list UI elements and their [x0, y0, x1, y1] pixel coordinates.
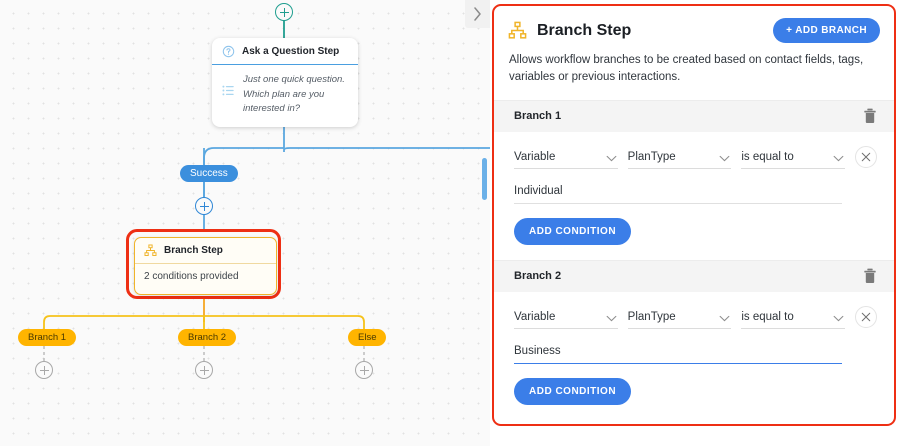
- condition-operator-value: is equal to: [741, 150, 794, 163]
- question-circle-icon: [222, 45, 235, 57]
- add-condition-button[interactable]: ADD CONDITION: [514, 217, 632, 245]
- condition-value-input[interactable]: [514, 344, 842, 364]
- add-step-top-button[interactable]: [275, 3, 293, 21]
- plus-icon: [199, 365, 209, 375]
- canvas-connectors: [43, 12, 490, 361]
- workflow-canvas[interactable]: Ask a Question Step Just one quick quest…: [0, 0, 490, 446]
- condition-row: Variable PlanType is equal to: [494, 292, 894, 329]
- question-node-body: Just one quick question. Which plan are …: [212, 65, 358, 127]
- close-icon: [861, 152, 871, 161]
- branch-node-title: Branch Step: [164, 245, 223, 256]
- branch-divider: [494, 259, 894, 261]
- panel-header: Branch Step + ADD BRANCH: [494, 6, 894, 43]
- collapse-panel-button[interactable]: [465, 0, 490, 28]
- trash-icon: [864, 108, 876, 123]
- chevron-right-icon: [474, 7, 481, 21]
- node-ask-a-question-step[interactable]: Ask a Question Step Just one quick quest…: [212, 38, 358, 128]
- condition-field-value: PlanType: [627, 150, 676, 163]
- add-step-success-button[interactable]: [195, 197, 213, 215]
- condition-operator-value: is equal to: [741, 310, 794, 323]
- chevron-down-icon: [606, 155, 617, 161]
- branch-step-config-panel: Branch Step + ADD BRANCH Allows workflow…: [492, 4, 896, 426]
- close-icon: [861, 312, 871, 321]
- branch-node-summary: 2 conditions provided: [144, 271, 239, 282]
- list-icon: [222, 85, 234, 96]
- remove-condition-button[interactable]: [855, 305, 878, 328]
- plus-icon: [279, 7, 289, 17]
- question-node-header: Ask a Question Step: [212, 38, 358, 65]
- condition-source-select[interactable]: Variable: [514, 311, 618, 329]
- hierarchy-icon: [144, 244, 157, 256]
- branch-name: Branch 2: [514, 270, 562, 282]
- condition-value-input[interactable]: [514, 184, 842, 204]
- branch-header: Branch 1: [494, 100, 894, 132]
- branch-section: Branch 1 Variable: [494, 100, 894, 261]
- condition-source-select[interactable]: Variable: [514, 151, 618, 169]
- edge-label-branch-2: Branch 2: [178, 329, 237, 346]
- node-branch-step[interactable]: Branch Step 2 conditions provided: [134, 237, 277, 295]
- panel-title: Branch Step: [537, 21, 632, 39]
- node-branch-step-selection-ring: Branch Step 2 conditions provided: [126, 229, 281, 299]
- chevron-down-icon: [833, 315, 844, 321]
- condition-value-row: [494, 169, 894, 204]
- trash-icon: [864, 268, 876, 283]
- delete-branch-button[interactable]: [863, 268, 877, 284]
- chevron-down-icon: [719, 155, 730, 161]
- condition-field-select[interactable]: PlanType: [627, 310, 732, 329]
- edge-label-success: Success: [180, 165, 238, 182]
- condition-field-value: PlanType: [627, 310, 676, 323]
- hierarchy-icon: [508, 21, 527, 40]
- add-step-else-button[interactable]: [355, 361, 373, 379]
- add-step-branch-2-button[interactable]: [195, 361, 213, 379]
- canvas-scrollbar-thumb[interactable]: [482, 158, 487, 200]
- condition-row: Variable PlanType is equal to: [494, 132, 894, 169]
- chevron-down-icon: [606, 315, 617, 321]
- chevron-down-icon: [833, 155, 844, 161]
- add-condition-button[interactable]: ADD CONDITION: [514, 377, 632, 405]
- plus-icon: [39, 365, 49, 375]
- delete-branch-button[interactable]: [863, 108, 877, 124]
- condition-operator-select[interactable]: is equal to: [741, 310, 846, 329]
- condition-operator-select[interactable]: is equal to: [741, 150, 846, 169]
- branch-list: Branch 1 Variable: [494, 100, 894, 420]
- condition-source-value: Variable: [514, 310, 556, 323]
- edge-label-else: Else: [348, 329, 387, 346]
- plus-icon: [199, 201, 209, 211]
- question-node-text: Just one quick question. Which plan are …: [243, 74, 345, 115]
- panel-description: Allows workflow branches to be created b…: [494, 43, 894, 101]
- chevron-down-icon: [719, 315, 730, 321]
- branch-section: Branch 2 Variable: [494, 260, 894, 420]
- add-step-branch-1-button[interactable]: [35, 361, 53, 379]
- branch-name: Branch 1: [514, 110, 562, 122]
- edge-label-branch-1: Branch 1: [18, 329, 77, 346]
- branch-node-header: Branch Step: [135, 238, 276, 264]
- add-branch-button[interactable]: + ADD BRANCH: [773, 18, 880, 43]
- condition-value-row: [494, 329, 894, 364]
- plus-icon: [359, 365, 369, 375]
- branch-header: Branch 2: [494, 260, 894, 292]
- remove-condition-button[interactable]: [855, 145, 878, 168]
- condition-field-select[interactable]: PlanType: [627, 150, 732, 169]
- condition-source-value: Variable: [514, 150, 556, 163]
- question-node-title: Ask a Question Step: [242, 45, 340, 57]
